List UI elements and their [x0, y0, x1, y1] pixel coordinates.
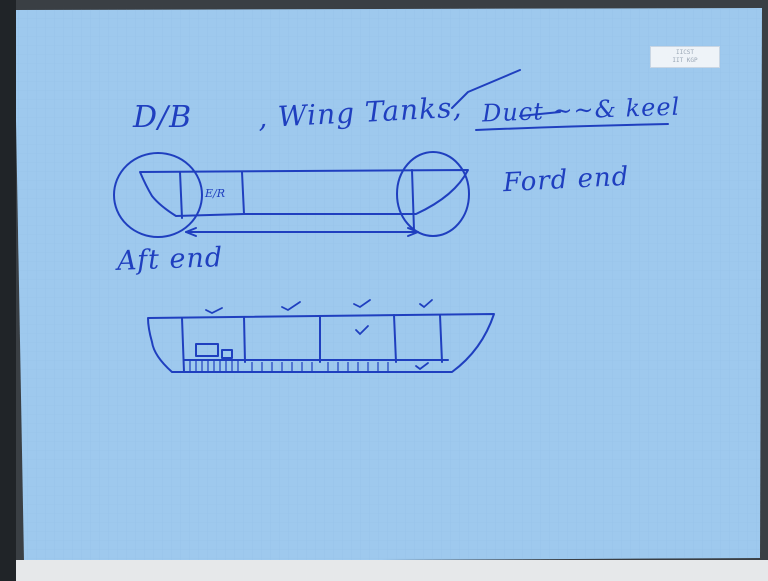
- ford-bulkhead: [411, 169, 415, 231]
- desk-edge: [0, 560, 768, 581]
- tank-check-marks: [205, 299, 433, 371]
- ford-circle: [396, 151, 470, 237]
- er-bulkhead-right: [241, 171, 245, 215]
- bulkhead-5: [439, 314, 443, 363]
- aft-circle: [113, 152, 203, 238]
- sticker-line-1: IICST: [675, 49, 695, 56]
- double-bottom-hatching: [189, 360, 389, 372]
- sticker-line-2: IIT KGP: [672, 57, 698, 64]
- arrow-head-right: [407, 227, 419, 237]
- heading-db: D/B: [133, 100, 193, 135]
- bulkhead-2: [243, 316, 246, 363]
- engine-block-small: [221, 349, 233, 359]
- label-engine-room: E/R: [205, 187, 226, 200]
- bulkhead-1: [181, 317, 185, 373]
- bulkhead-4: [393, 314, 397, 363]
- logo-sticker: IICST IIT KGP: [650, 46, 720, 68]
- engine-block: [195, 343, 219, 357]
- hull-profile-bottom: [147, 313, 495, 373]
- er-bulkhead-left: [179, 171, 183, 219]
- left-shadow: [0, 0, 16, 581]
- hull-profile-top: [139, 169, 469, 217]
- arrow-head-left: [185, 227, 197, 237]
- paper-grid: [14, 8, 762, 562]
- label-aft-end: Aft end: [116, 242, 224, 277]
- check-mark: [451, 69, 521, 109]
- duct-underline: [475, 123, 669, 131]
- duct-strike: [519, 111, 561, 117]
